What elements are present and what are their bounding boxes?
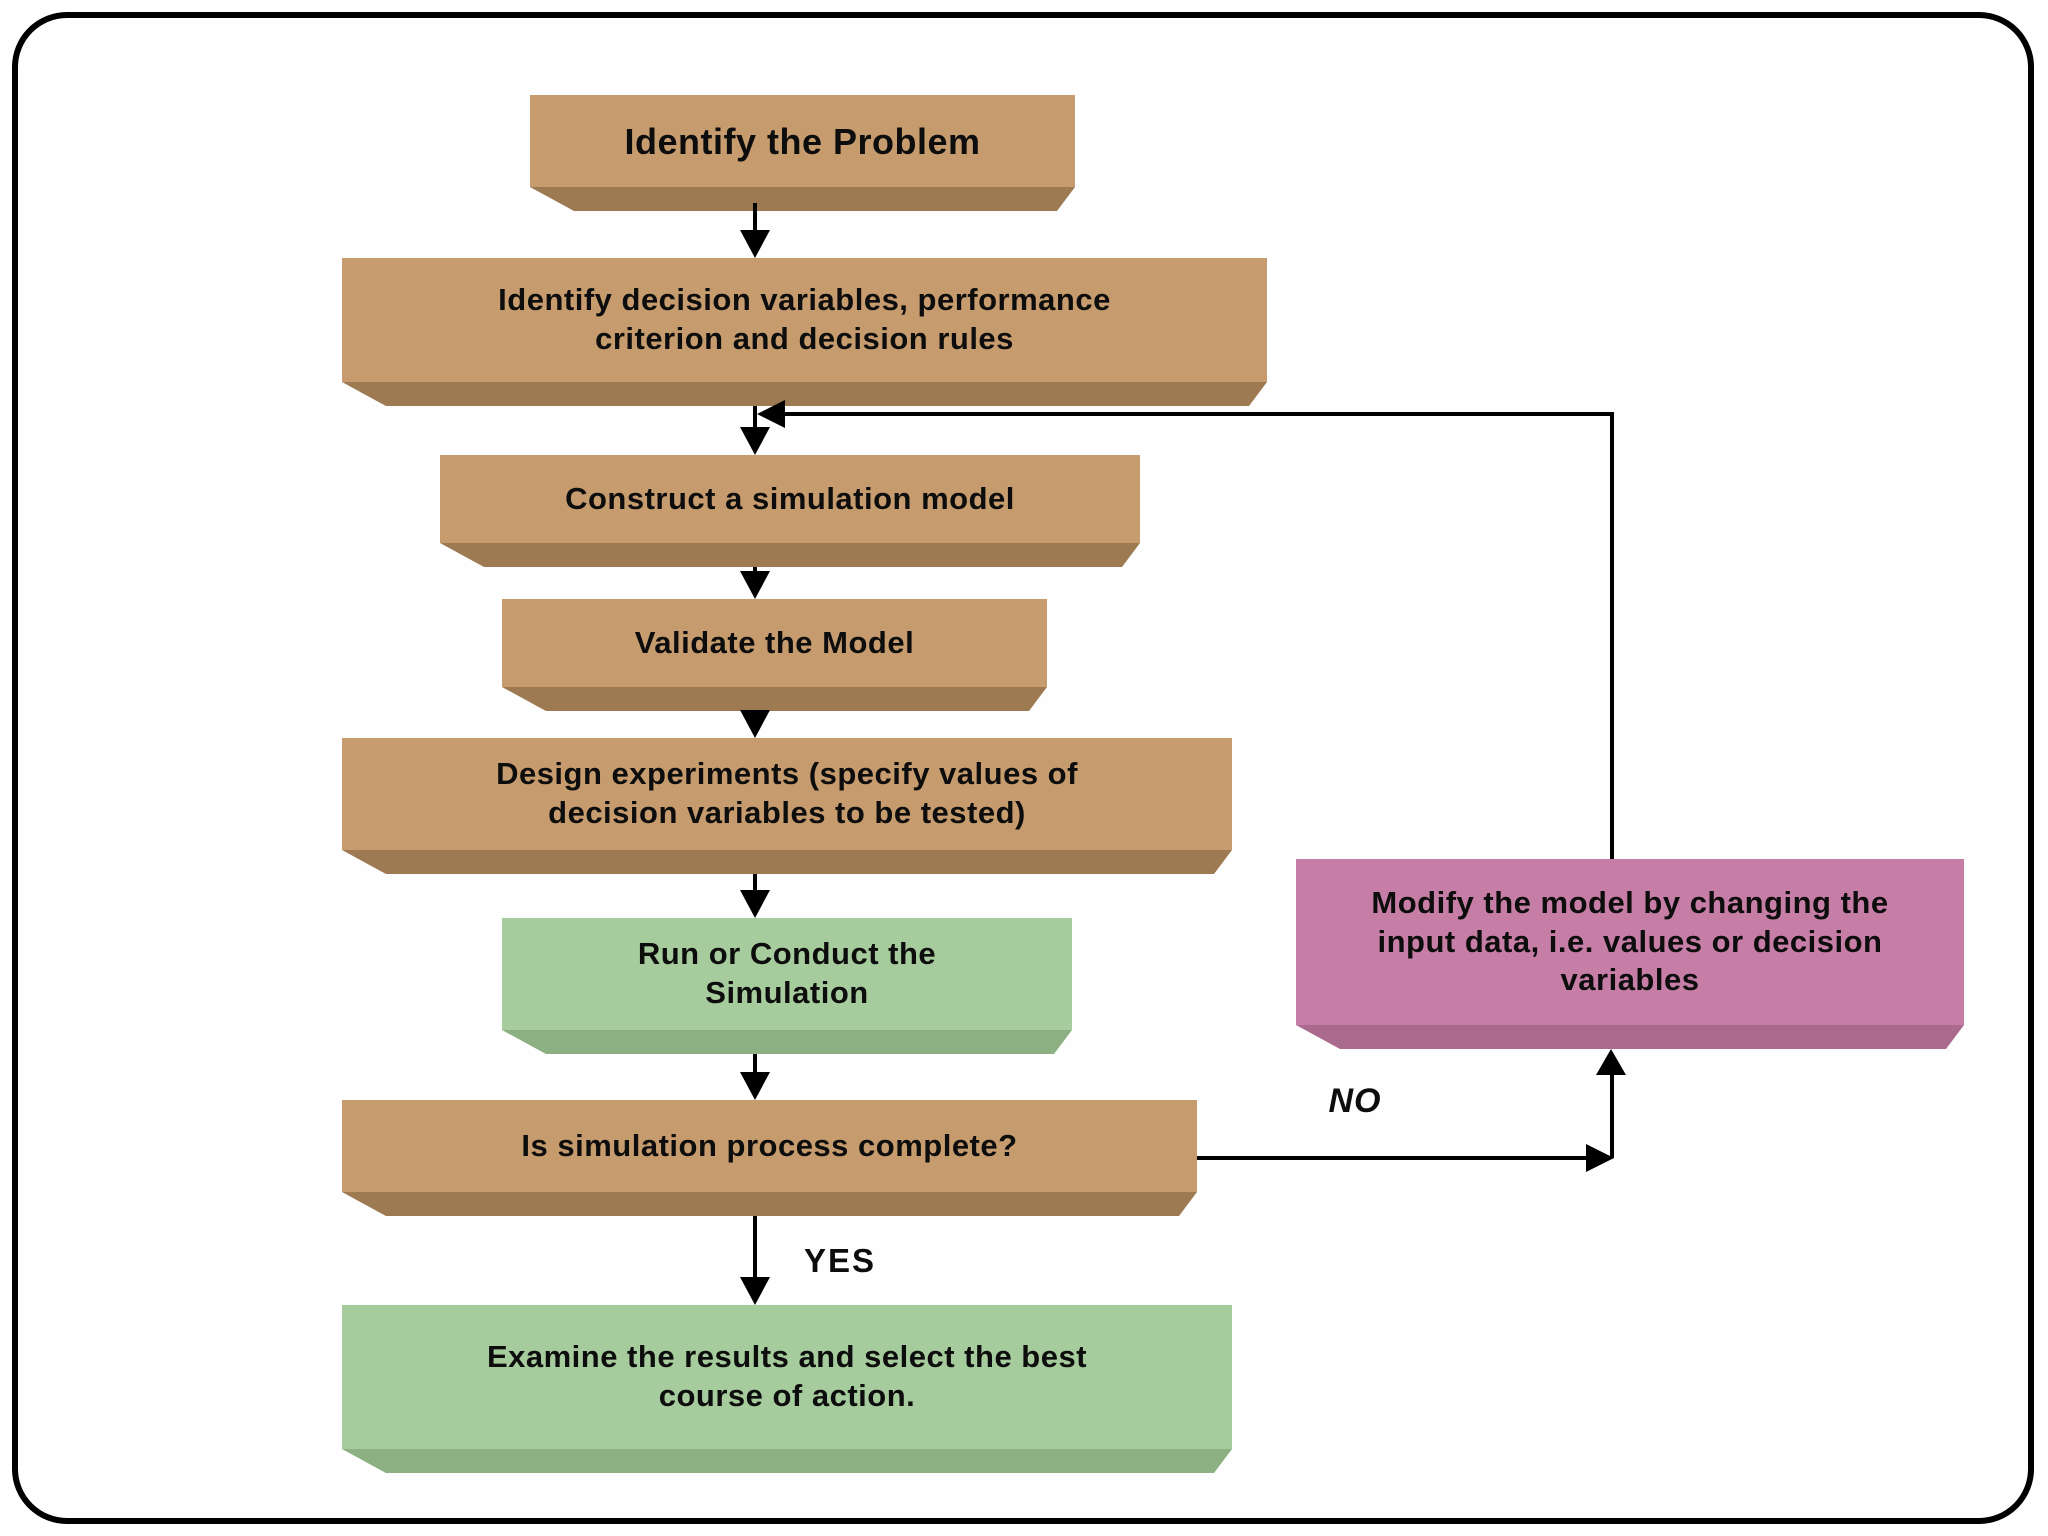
arrowhead-down-icon xyxy=(740,427,770,455)
node-3d-bevel xyxy=(342,1192,1197,1216)
arrowhead-down-icon xyxy=(740,571,770,599)
node-3d-bevel xyxy=(1296,1025,1964,1049)
arrowhead-down-icon xyxy=(740,230,770,258)
arrowhead-down-icon xyxy=(740,1277,770,1305)
node-label: Modify the model by changing the input d… xyxy=(1296,859,1964,1025)
arrow-design-to-run xyxy=(753,874,757,894)
node-validate-model: Validate the Model xyxy=(502,599,1047,687)
node-design-experiments: Design experiments (specify values of de… xyxy=(342,738,1232,850)
node-3d-bevel xyxy=(440,543,1140,567)
arrowhead-left-icon xyxy=(757,400,785,428)
arrow-problem-to-variables xyxy=(753,203,757,230)
node-identify-decision-variables: Identify decision variables, performance… xyxy=(342,258,1267,382)
arrow-no-vertical xyxy=(1610,1071,1614,1158)
node-3d-bevel xyxy=(530,187,1075,211)
node-3d-bevel xyxy=(342,850,1232,874)
node-identify-problem: Identify the Problem xyxy=(530,95,1075,187)
node-label: Validate the Model xyxy=(502,599,1047,687)
node-3d-bevel xyxy=(342,382,1267,406)
node-3d-bevel xyxy=(502,1030,1072,1054)
node-3d-bevel xyxy=(342,1449,1232,1473)
arrowhead-down-icon xyxy=(740,890,770,918)
node-label: Is simulation process complete? xyxy=(342,1100,1197,1192)
node-label: Construct a simulation model xyxy=(440,455,1140,543)
node-modify-model: Modify the model by changing the input d… xyxy=(1296,859,1964,1025)
node-construct-simulation-model: Construct a simulation model xyxy=(440,455,1140,543)
node-label: Identify the Problem xyxy=(530,95,1075,187)
arrowhead-down-icon xyxy=(740,710,770,738)
node-label: Design experiments (specify values of de… xyxy=(342,738,1232,850)
node-simulation-complete: Is simulation process complete? xyxy=(342,1100,1197,1192)
arrowhead-down-icon xyxy=(740,1072,770,1100)
node-examine-results: Examine the results and select the best … xyxy=(342,1305,1232,1449)
arrow-feedback-vertical xyxy=(1610,412,1614,859)
edge-label-no: NO xyxy=(1328,1082,1382,1120)
node-label: Examine the results and select the best … xyxy=(342,1305,1232,1449)
arrowhead-right-icon xyxy=(1586,1144,1614,1172)
node-run-simulation: Run or Conduct the Simulation xyxy=(502,918,1072,1030)
arrow-feedback-horizontal xyxy=(785,412,1614,416)
node-label: Run or Conduct the Simulation xyxy=(502,918,1072,1030)
node-label: Identify decision variables, performance… xyxy=(342,258,1267,382)
arrow-run-to-complete xyxy=(753,1054,757,1076)
arrow-no-horizontal xyxy=(1197,1156,1588,1160)
edge-label-yes: YES xyxy=(803,1242,877,1279)
node-3d-bevel xyxy=(502,687,1047,711)
arrow-complete-to-examine xyxy=(753,1216,757,1279)
arrow-variables-to-construct xyxy=(753,406,757,428)
arrowhead-up-icon xyxy=(1596,1049,1626,1075)
